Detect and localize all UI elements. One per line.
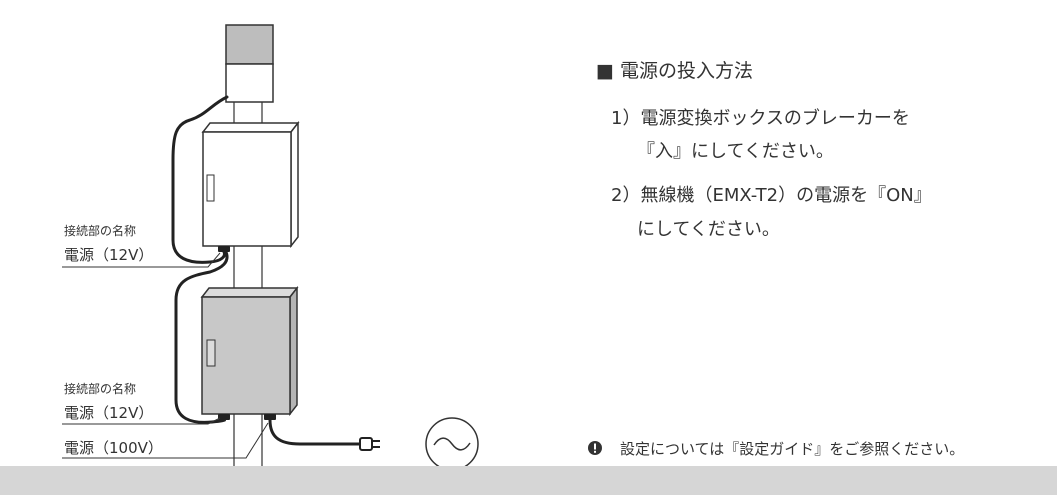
installation-diagram [62,24,479,466]
power-plug [359,437,380,451]
power-converter-box [201,120,300,249]
exclamation-circle-icon [588,441,602,455]
settings-guide-note: 設定については『設定ガイド』をご参照ください。 [620,440,965,458]
ac-power-symbol [425,417,479,466]
connectors [218,246,276,420]
step-2-text: 2）無線機（EMX-T2）の電源を『ON』 [611,185,932,206]
connection-name-label-upper: 接続部の名称 [64,224,137,238]
wireless-unit-box [200,285,299,417]
step-1-text-cont: 『入』にしてください。 [637,141,834,162]
signal-tower [225,24,274,103]
step-1-text: 1）電源変換ボックスのブレーカーを [611,108,910,129]
power-12v-label-lower: 電源（12V） [64,404,154,422]
footer-bar [0,466,1057,495]
power-100v-label: 電源（100V） [64,439,163,457]
leader-lines [62,252,269,459]
cables [171,95,362,446]
instructions-title: ■ 電源の投入方法 [596,60,753,82]
power-12v-label-upper: 電源（12V） [64,246,154,264]
connection-name-label-lower: 接続部の名称 [64,382,137,396]
step-2-text-cont: にしてください。 [637,219,780,240]
